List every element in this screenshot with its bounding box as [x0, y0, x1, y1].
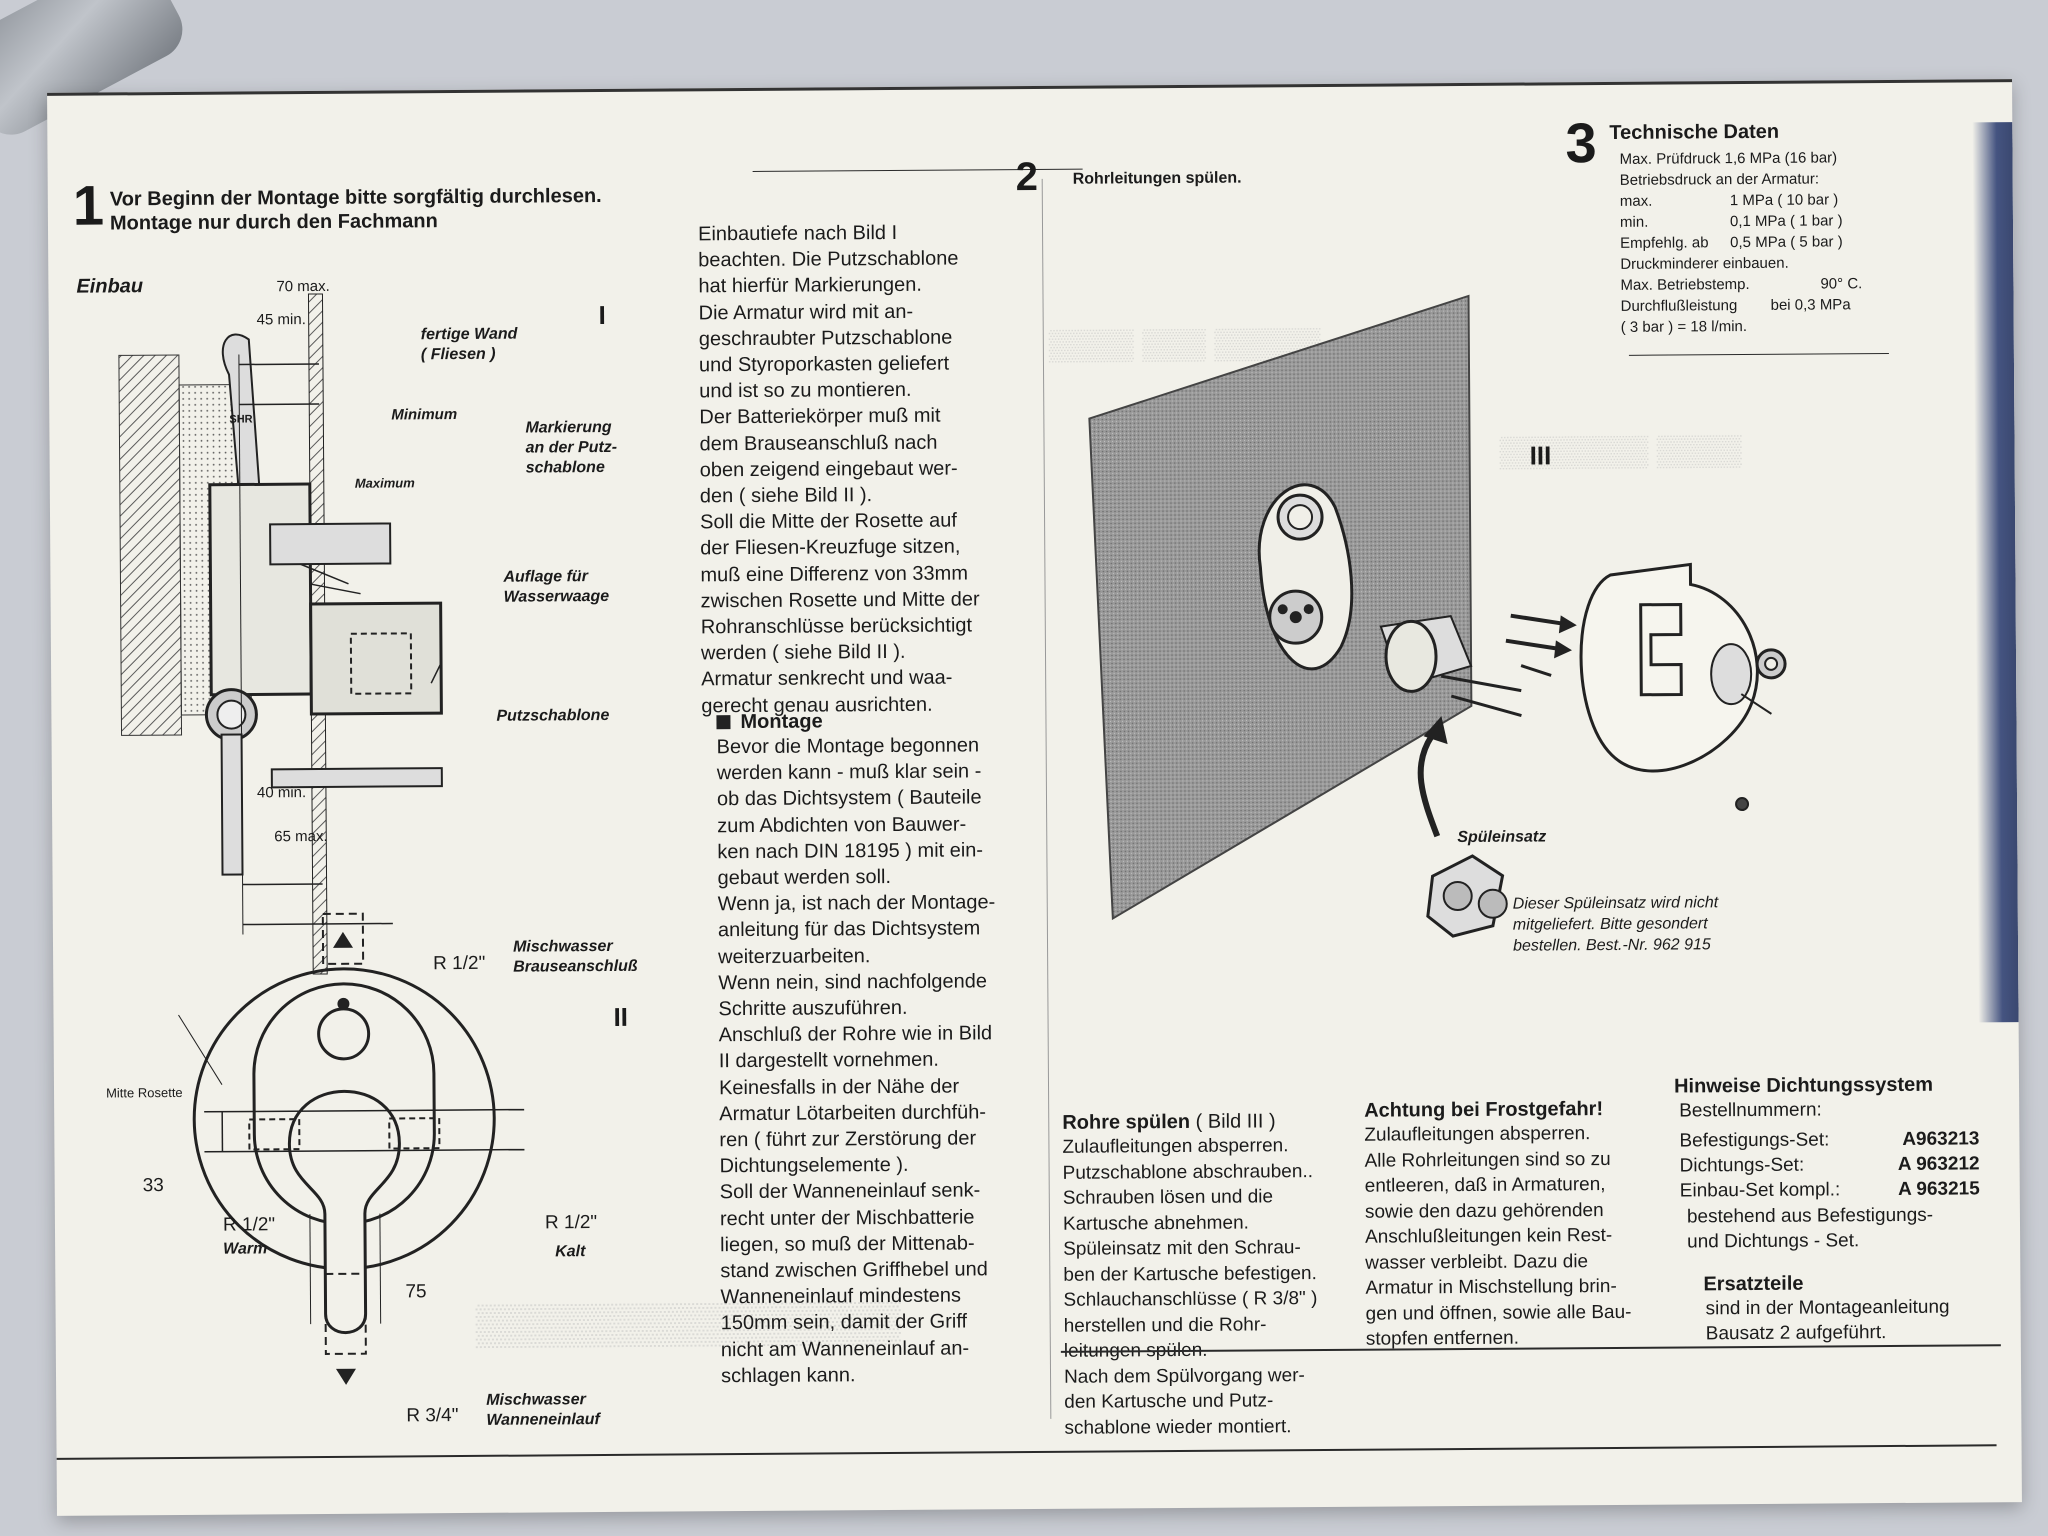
pressure-label: Empfehlg. ab [1620, 234, 1709, 252]
kalt-label: Kalt [555, 1243, 586, 1261]
label-auflage-wasserwaage: Auflage für Wasserwaage [503, 568, 610, 606]
shr-mark: SHR [229, 413, 253, 426]
section1-heading-line1: Vor Beginn der Montage bitte sorgfältig … [109, 185, 602, 211]
code-row: Befestigungs-Set: A963213 [1679, 1126, 1979, 1153]
betriebstemp-label: Max. Betriebstemp. [1620, 275, 1750, 294]
montage-heading: Montage [716, 709, 823, 734]
figure-I-drawing [118, 293, 443, 975]
label-minimum: Minimum [391, 406, 458, 424]
bottom-rule-page [56, 1444, 1997, 1460]
code-value: A 963215 [1897, 1178, 1980, 1200]
bestehend-text: bestehend aus Befestigungs- und Dichtung… [1686, 1204, 1934, 1253]
label-markierung: Markierung an der Putz- schablone [525, 418, 618, 477]
rohre-spuelen-ref: ( Bild III ) [1195, 1110, 1276, 1133]
pressure-value: 1 MPa ( 10 bar ) [1729, 191, 1839, 210]
rohre-spuelen-title: Rohre spülen [1062, 1110, 1191, 1134]
dim-65-max: 65 max. [274, 827, 328, 846]
section-number-3: 3 [1565, 111, 1597, 175]
pressure-label: min. [1619, 213, 1649, 231]
einbau-text: Einbautiefe nach Bild I beachten. Die Pu… [697, 221, 980, 717]
betriebstemp-value: 90° C. [1820, 275, 1863, 293]
codes-list: Befestigungs-Set: A963213 Dichtungs-Set: A… [1679, 1126, 1980, 1203]
dim-70-max: 70 max. [276, 277, 330, 296]
dim-40-min: 40 min. [256, 784, 307, 802]
mitte-rosette-label: Mitte Rosette [105, 1084, 183, 1101]
figure-III-label: III [1529, 440, 1552, 471]
hinweise-heading: Hinweise Dichtungssystem [1673, 1073, 1934, 1098]
instruction-sheet: ▒▒▒▒ ▒▒▒ ▒▒▒▒▒ ▒▒▒▒▒▒▒ ▒▒▒▒ ▒▒▒▒▒▒▒▒▒▒▒▒… [47, 79, 2022, 1516]
pruefdruck-text: Max. Prüfdruck 1,6 MPa (16 bar) [1619, 149, 1838, 168]
frost-heading: Achtung bei Frostgefahr! [1364, 1098, 1604, 1122]
r-top-label: R 1/2" [433, 952, 486, 975]
rohre-spuelen-heading: Rohre spülen ( Bild III ) [1062, 1109, 1276, 1134]
mischwasser-wanne-label: Mischwasser Wanneneinlauf [486, 1391, 600, 1429]
figure-II-drawing [178, 912, 525, 1385]
montage-heading-text: Montage [740, 710, 823, 734]
pressure-row: Empfehlg. ab 0,5 MPa ( 5 bar ) [1620, 231, 1900, 254]
label-fertige-wand: fertige Wand ( Fliesen ) [420, 325, 518, 364]
section3-heading: Technische Daten [1609, 120, 1780, 144]
spuleinsatz-note: Dieser Spüleinsatz wird nicht mitgeliefe… [1512, 894, 1719, 955]
code-row: Dichtungs-Set: A 963212 [1680, 1151, 1980, 1178]
section1-heading-line2: Montage nur durch den Fachmann [109, 210, 438, 235]
figure-III-drawing [1088, 294, 1787, 938]
betriebsdruck-row: Betriebsdruck an der Armatur: [1620, 168, 1900, 191]
montage-text: Bevor die Montage begonnen werden kann -… [716, 734, 996, 1388]
durchfluss-value: bei 0,3 MPa [1770, 296, 1851, 314]
section-number-1: 1 [72, 173, 105, 237]
pressure-row: min. 0,1 MPa ( 1 bar ) [1620, 210, 1900, 233]
durchfluss-row-2: ( 3 bar ) = 18 l/min. [1621, 315, 1901, 338]
bestellnummern-label: Bestellnummern: [1679, 1099, 1822, 1122]
betriebsdruck-text: Betriebsdruck an der Armatur: [1619, 170, 1820, 189]
sheet-edge-shadow [1972, 122, 2019, 1023]
r-kalt-label: R 1/2" [544, 1212, 598, 1234]
durchfluss-label: Durchflußleistung [1620, 297, 1738, 315]
mischwasser-brause-label: Mischwasser Brauseanschluß [512, 937, 638, 976]
code-label: Dichtungs-Set: [1679, 1154, 1805, 1177]
dim-33: 33 [142, 1175, 164, 1197]
label-putzschablone: Putzschablone [496, 706, 610, 725]
pressure-label: max. [1619, 192, 1653, 210]
pruefdruck-row: Max. Prüfdruck 1,6 MPa (16 bar) [1619, 147, 1899, 170]
durchfluss-line2: ( 3 bar ) = 18 l/min. [1620, 318, 1748, 336]
dim-45-min: 45 min. [256, 311, 306, 329]
pressure-value: 0,5 MPa ( 5 bar ) [1730, 233, 1843, 252]
section-number-2: 2 [1015, 154, 1039, 200]
code-row: Einbau-Set kompl.: A 963215 [1680, 1176, 1980, 1203]
dim-75: 75 [405, 1281, 427, 1303]
r-warm-label: R 1/2" [222, 1214, 276, 1236]
ersatzteile-heading: Ersatzteile [1703, 1272, 1804, 1296]
label-maximum: Maximum [354, 475, 415, 491]
code-value: A 963212 [1897, 1153, 1980, 1175]
technical-data: Max. Prüfdruck 1,6 MPa (16 bar) Betriebs… [1619, 147, 1900, 338]
figure-I-label: I [598, 299, 606, 331]
figure-II-label: II [613, 1001, 629, 1032]
section2-heading: Rohrleitungen spülen. [1072, 169, 1242, 188]
pressure-row: max. 1 MPa ( 10 bar ) [1620, 189, 1900, 212]
code-label: Befestigungs-Set: [1679, 1129, 1830, 1152]
code-value: A963213 [1902, 1128, 1980, 1150]
druckminderer-text: Druckminderer einbauen. [1620, 254, 1789, 273]
frost-text: Zulaufleitungen absperren. Alle Rohrleit… [1364, 1123, 1632, 1350]
r-bottom-label: R 3/4" [406, 1405, 459, 1427]
code-label: Einbau-Set kompl.: [1679, 1179, 1841, 1202]
betriebstemp-row: Max. Betriebstemp. 90° C. [1620, 273, 1900, 296]
durchfluss-row: Durchflußleistung bei 0,3 MPa [1621, 294, 1901, 317]
rohre-spuelen-text: Zulaufleitungen absperren. Putzschablone… [1062, 1135, 1318, 1439]
warm-label: Warm [223, 1240, 268, 1258]
pressure-value: 0,1 MPa ( 1 bar ) [1729, 212, 1843, 231]
spuleinsatz-label: Spüleinsatz [1457, 828, 1547, 847]
ersatzteile-text: sind in der Montageanleitung Bausatz 2 a… [1705, 1296, 1950, 1345]
druckminderer-row: Druckminderer einbauen. [1620, 252, 1900, 275]
bullet-square [716, 715, 731, 730]
